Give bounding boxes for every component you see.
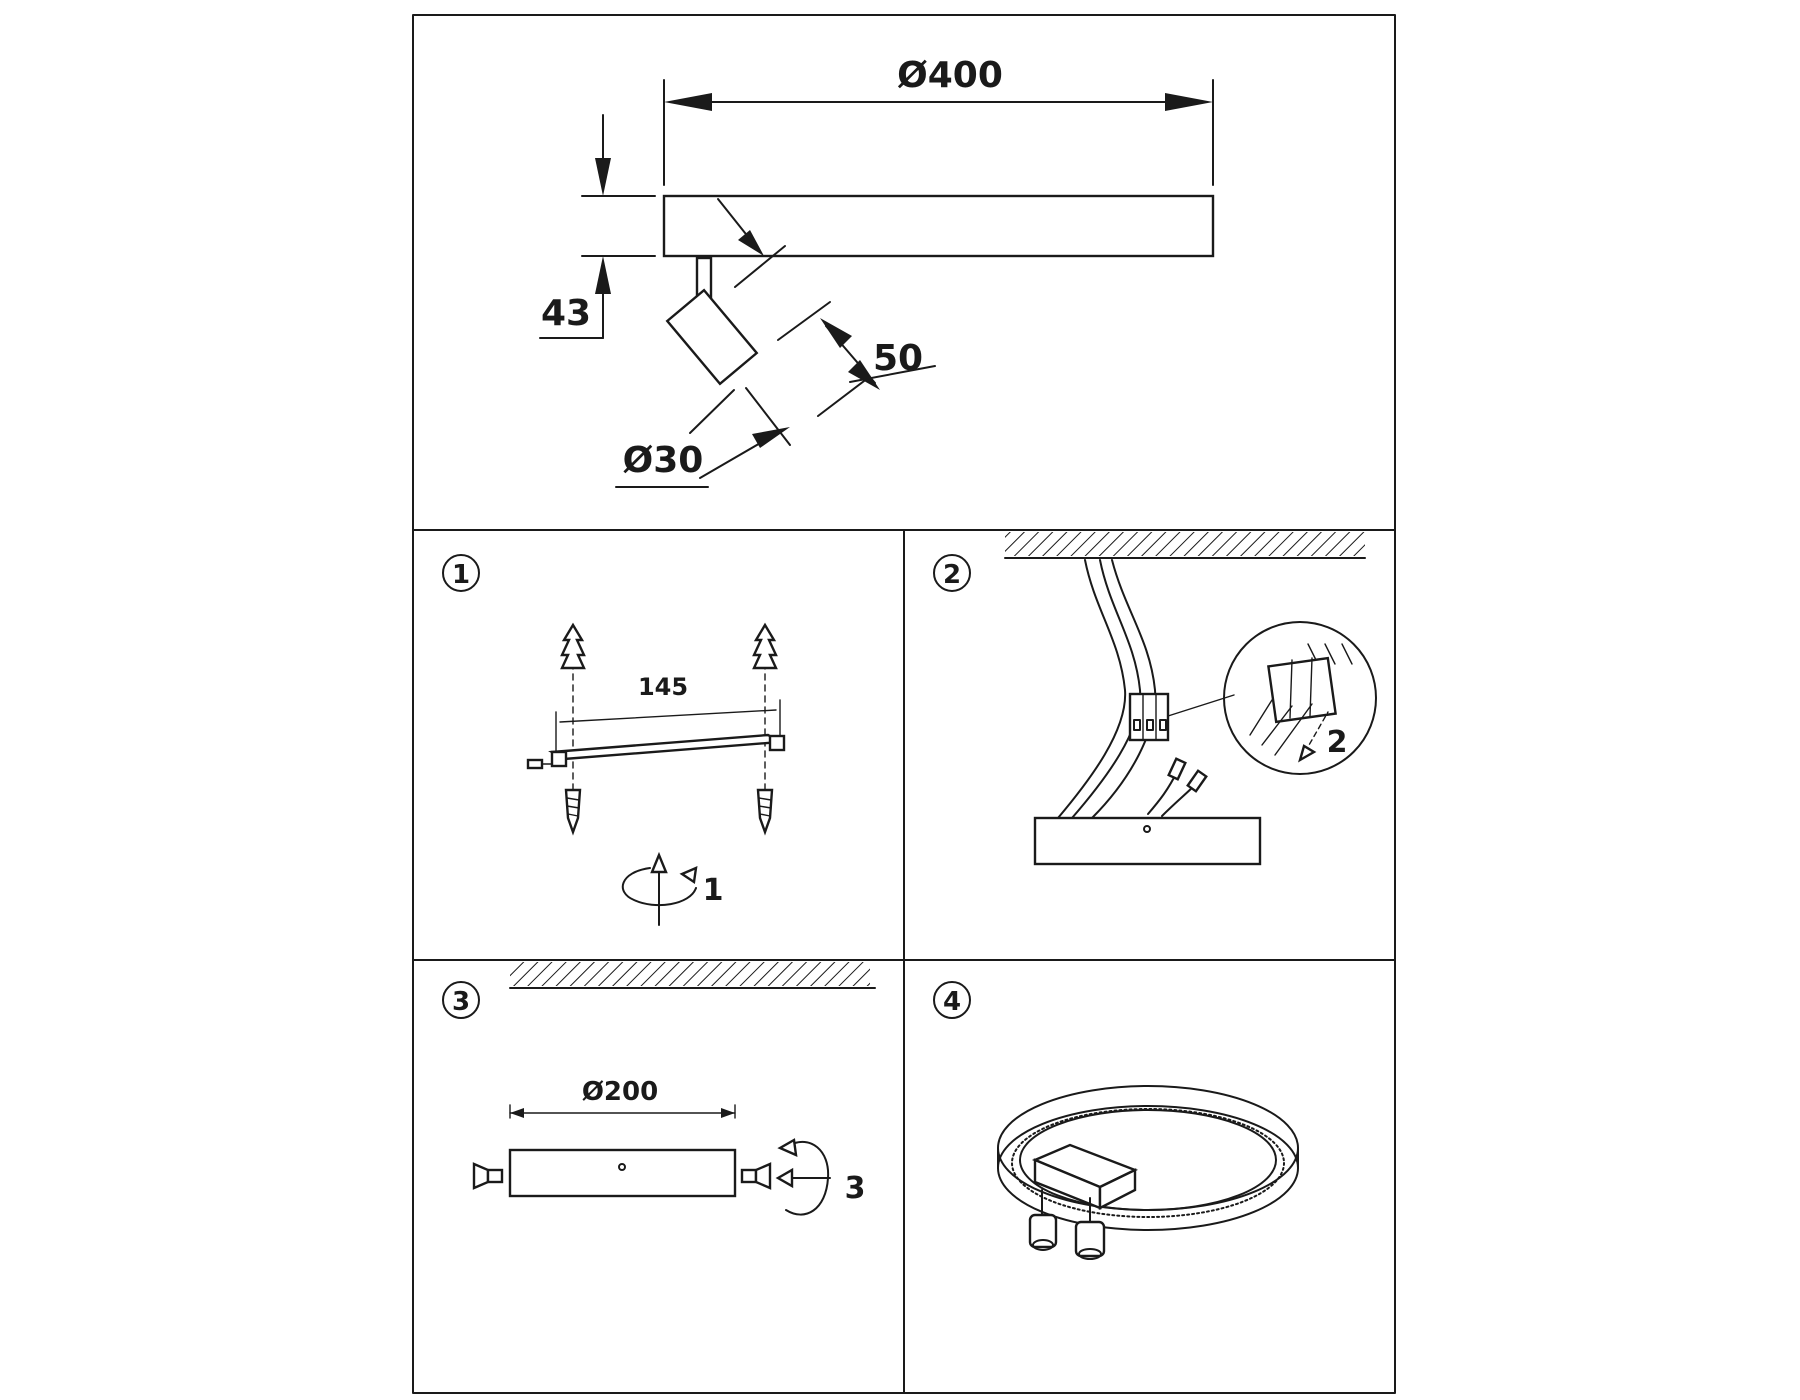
step-number-4: 4	[943, 987, 961, 1017]
mounting-bracket	[548, 733, 786, 768]
step-number-2: 2	[943, 560, 961, 590]
rotate-arrow-icon	[621, 851, 698, 926]
bracket-screw	[526, 758, 553, 770]
side-screw-left	[472, 1162, 504, 1190]
step-2-panel: 2	[933, 532, 1377, 866]
driver-box	[1031, 1143, 1139, 1210]
step-3-panel: 3 Ø200 3	[442, 962, 876, 1216]
dimension-label-height-43: 43	[541, 293, 591, 334]
step-4-panel: 4	[933, 981, 1299, 1260]
arrow-head-height-bottom	[595, 256, 611, 294]
dimension-label-diameter-30: Ø30	[623, 440, 704, 481]
wall-plug-left	[560, 622, 586, 791]
ceiling-hatch-3	[510, 962, 870, 986]
dimension-label-diameter-200: Ø200	[582, 1077, 658, 1107]
lamp-body	[662, 194, 1215, 258]
assembled-ring-fixture	[997, 1085, 1299, 1231]
step-3-callout: 3	[845, 1171, 866, 1206]
step-number-circle-3	[442, 981, 480, 1019]
canopy-base	[1033, 816, 1262, 866]
step-1-callout: 1	[703, 873, 724, 908]
arrow-head-height-top	[595, 158, 611, 196]
connector-detail-zoom	[1223, 621, 1377, 775]
spotlight-left	[1028, 1189, 1058, 1251]
dimension-label-length-50: 50	[873, 338, 923, 379]
dimension-label-spacing-145: 145	[638, 673, 688, 701]
step-number-circle-4	[933, 981, 971, 1019]
dimension-line-145	[559, 709, 777, 723]
step-number-circle-1	[442, 554, 480, 592]
arrow-head-right	[1165, 93, 1213, 111]
step-number-3: 3	[452, 987, 470, 1017]
terminal-block	[1128, 692, 1170, 742]
step-number-circle-2	[933, 554, 971, 592]
screw-left	[564, 788, 582, 836]
wall-plug-right	[752, 622, 778, 791]
dimension-drawing: Ø400 43 50 Ø30	[539, 55, 1215, 488]
step-number-1: 1	[452, 560, 470, 590]
side-screw-right	[740, 1162, 772, 1190]
step-2-callout: 2	[1327, 725, 1348, 760]
panel-frames	[412, 14, 1396, 1394]
ceiling-hatch	[1005, 532, 1365, 556]
screw-right	[756, 788, 774, 836]
spotlight-right	[1074, 1197, 1106, 1260]
canopy	[508, 1148, 737, 1198]
dimension-label-diameter-400: Ø400	[897, 55, 1003, 96]
arrow-head-left	[664, 93, 712, 111]
step-1-panel: 1 145	[442, 554, 786, 926]
spotlight-head	[665, 288, 759, 386]
rotate-arrow-icon-3	[775, 1138, 831, 1216]
